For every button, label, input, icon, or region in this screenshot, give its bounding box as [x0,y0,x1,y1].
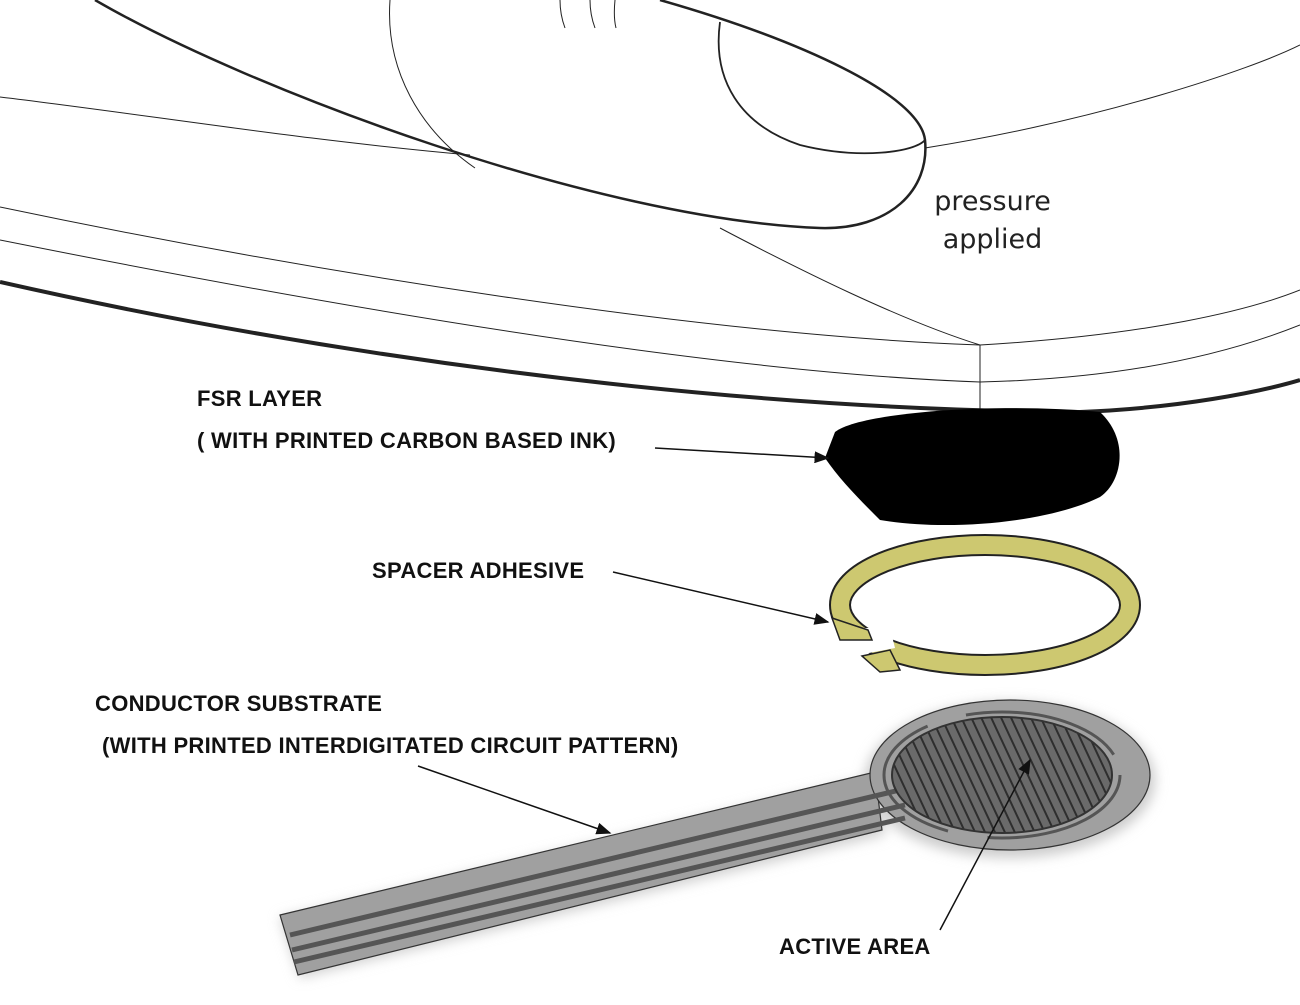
finger-illustration [0,0,1300,415]
pressure-label-line1: pressure [934,186,1051,217]
conductor-substrate [279,699,1155,978]
spacer-adhesive [826,534,1141,676]
spacer-label: SPACER ADHESIVE [372,558,585,583]
conductor-sublabel: (WITH PRINTED INTERDIGITATED CIRCUIT PAT… [102,733,679,758]
pressure-label-line2: applied [942,224,1043,255]
fsr-layer [825,408,1120,526]
active-area-label: ACTIVE AREA [779,934,931,959]
leader-arrows [417,447,1031,931]
fsr-layer-sublabel: ( WITH PRINTED CARBON BASED INK) [197,428,617,453]
conductor-label: CONDUCTOR SUBSTRATE [95,691,383,716]
pressure-applied-label: pressure applied [920,183,1065,259]
fsr-layer-label: FSR LAYER [197,386,323,411]
